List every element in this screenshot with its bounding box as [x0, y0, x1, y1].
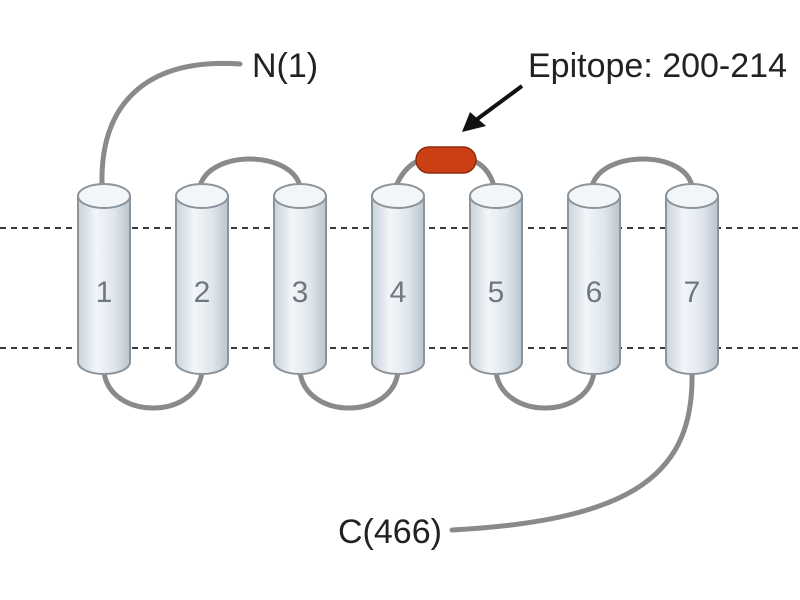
intracellular-loop-1	[101, 369, 205, 411]
helix-top	[175, 183, 229, 209]
helix-7: 7	[665, 183, 719, 375]
epitope-label: Epitope: 200-214	[528, 47, 787, 85]
intracellular-loop-3	[493, 369, 597, 411]
helix-body	[273, 195, 327, 375]
helix-number-label: 4	[390, 276, 407, 309]
intracellular-loop-2	[297, 369, 401, 411]
helix-number-label: 6	[586, 276, 603, 309]
helix-5: 5	[469, 183, 523, 375]
helix-top	[77, 183, 131, 209]
helix-2: 2	[175, 183, 229, 375]
helix-top	[469, 183, 523, 209]
helix-body	[175, 195, 229, 375]
helix-body	[371, 195, 425, 375]
helix-number-label: 3	[292, 276, 309, 309]
epitope-arrow-head	[462, 112, 486, 132]
helix-body	[567, 195, 621, 375]
helix-number-label: 5	[488, 276, 505, 309]
helix-4: 4	[371, 183, 425, 375]
helix-top	[273, 183, 327, 209]
helix-number-label: 7	[684, 276, 701, 309]
helix-top	[371, 183, 425, 209]
helix-3: 3	[273, 183, 327, 375]
helix-1: 1	[77, 183, 131, 375]
helix-group: 1 2 3 4 5 6 7	[77, 183, 719, 375]
helix-number-label: 1	[96, 276, 113, 309]
helix-body	[77, 195, 131, 375]
helix-number-label: 2	[194, 276, 211, 309]
c-terminal-tail	[449, 369, 695, 533]
extracellular-loop-1	[197, 156, 303, 189]
helix-body	[469, 195, 523, 375]
epitope-arrow-shaft	[474, 84, 524, 122]
extracellular-loop-3	[589, 156, 695, 189]
helix-top	[665, 183, 719, 209]
n-terminal-tail	[99, 60, 243, 188]
epitope-marker	[415, 146, 477, 174]
helix-6: 6	[567, 183, 621, 375]
helix-top	[567, 183, 621, 209]
c-terminus-label: C(466)	[338, 513, 442, 551]
helix-body	[665, 195, 719, 375]
n-terminus-label: N(1)	[252, 47, 318, 85]
